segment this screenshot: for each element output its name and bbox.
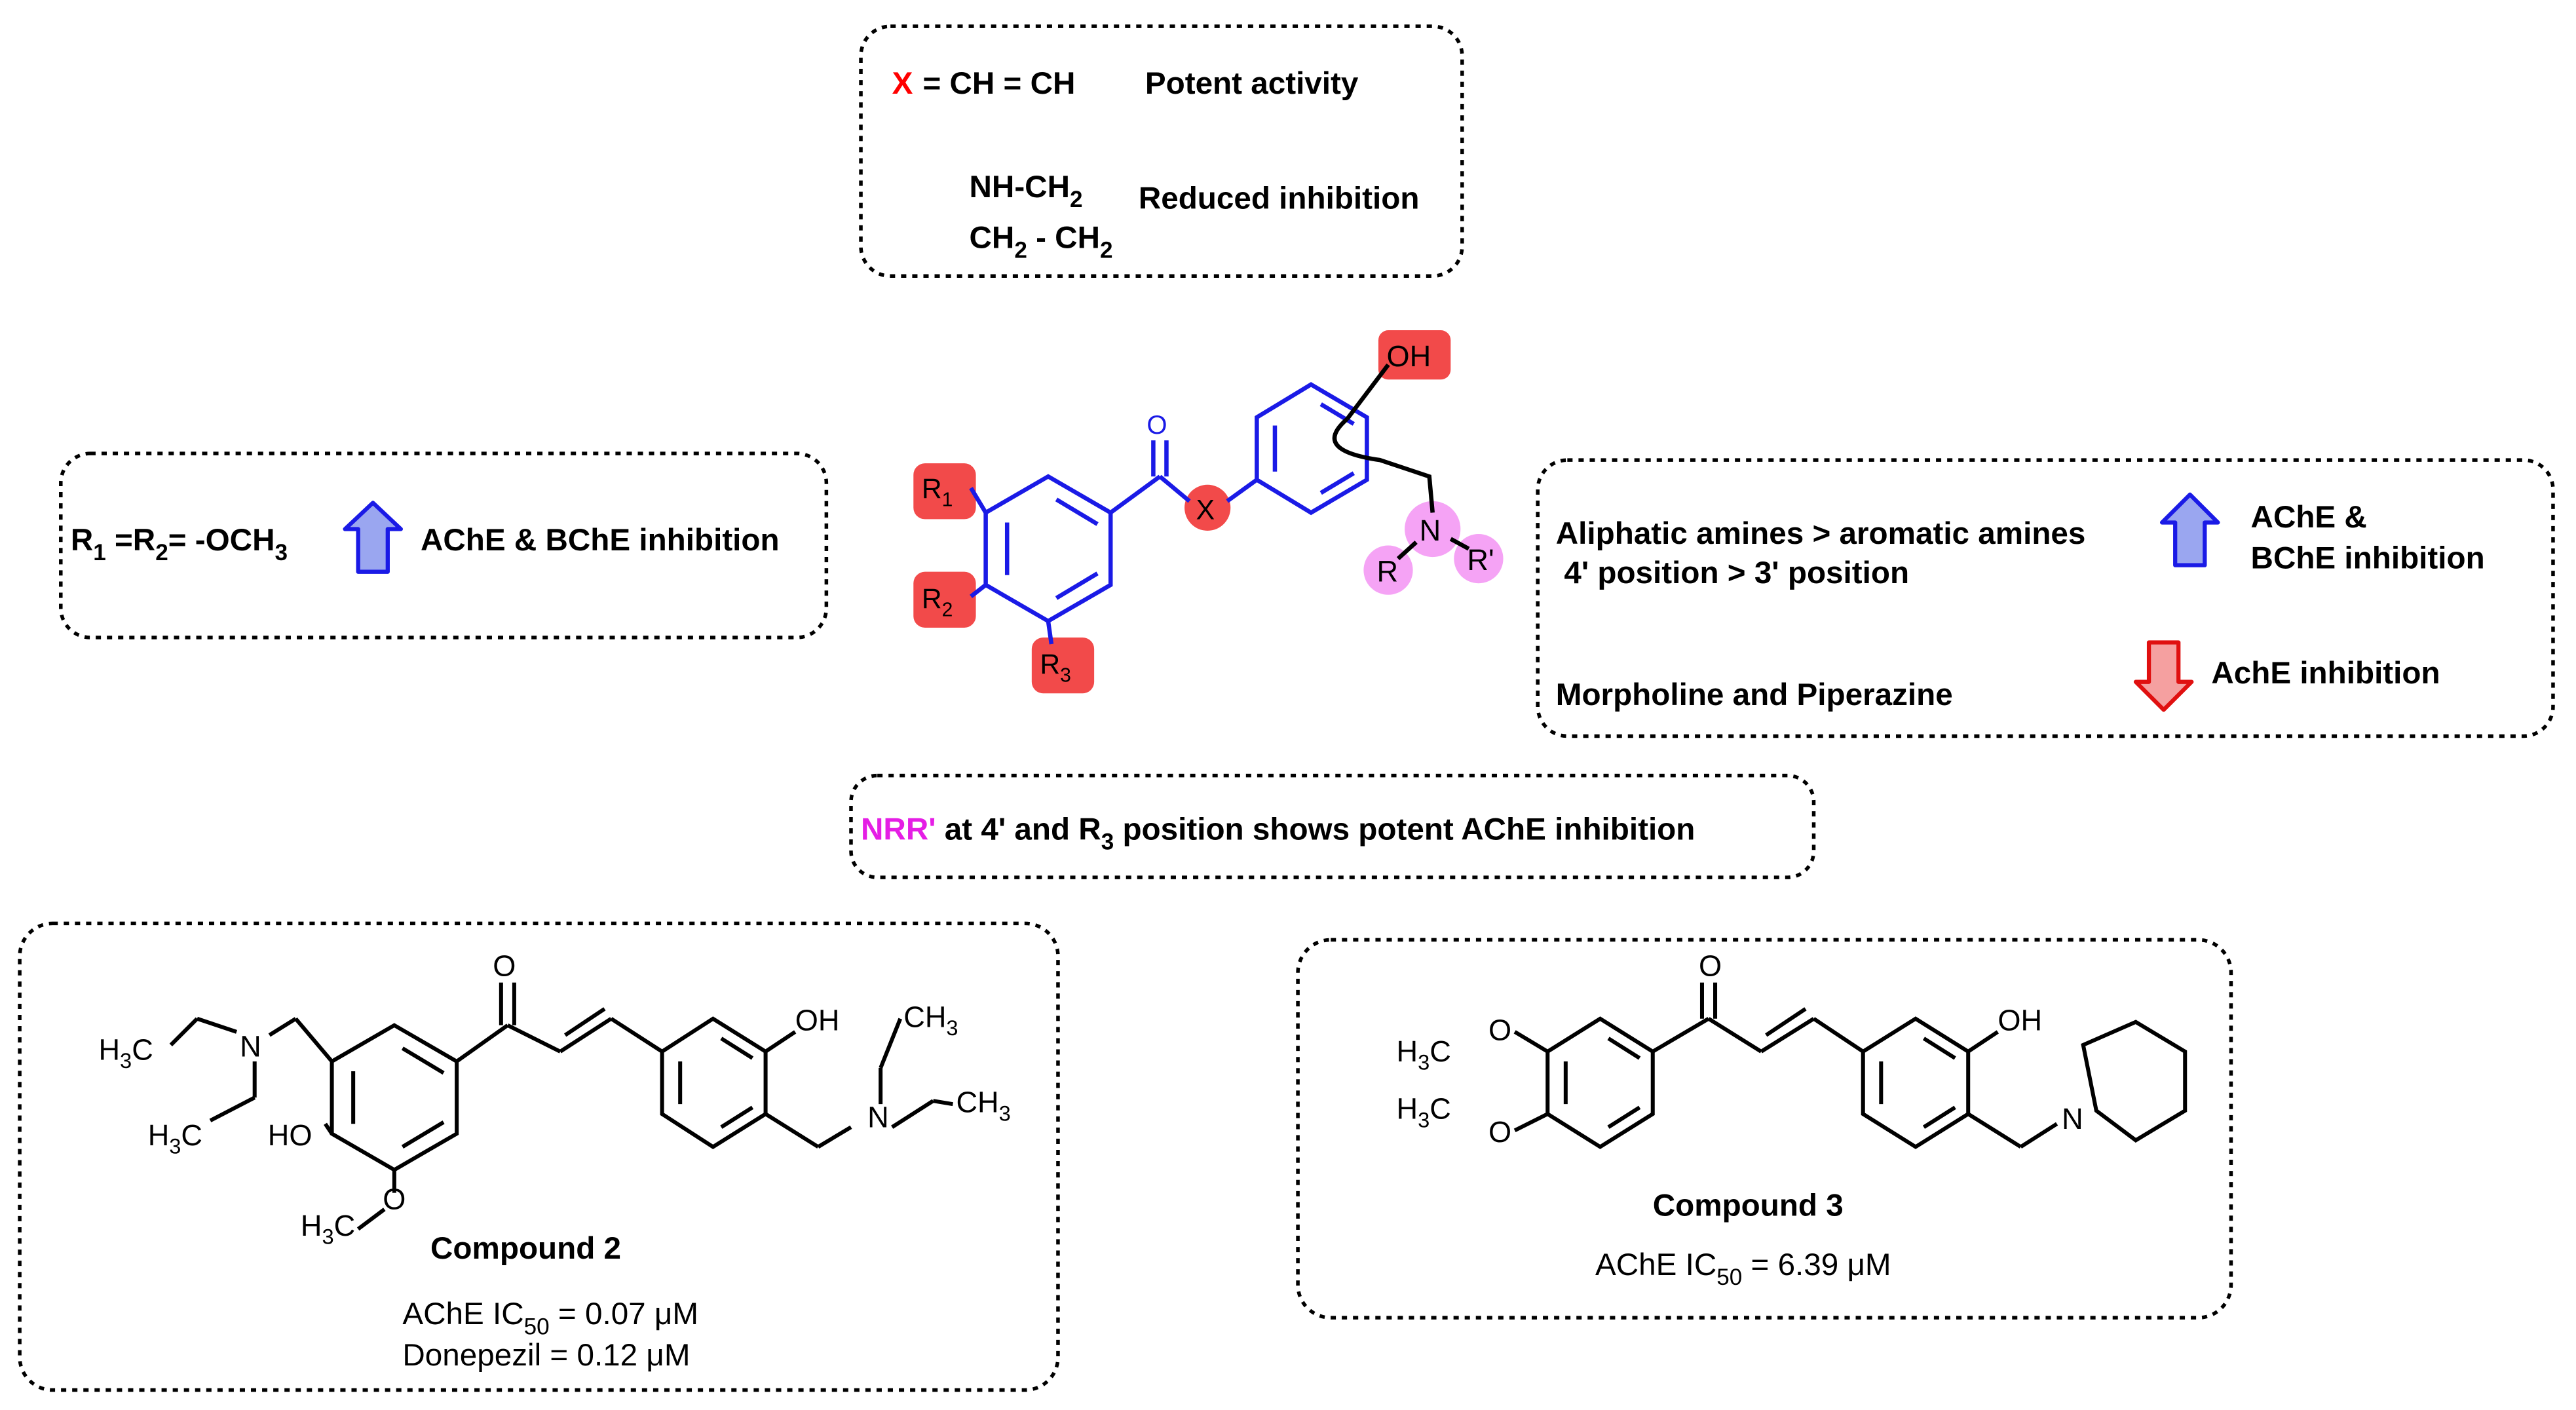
compound2-bonds: [169, 982, 953, 1231]
compound3-bonds: [1513, 982, 2188, 1149]
scaffold-structure: O X OH R1 R2 R3 N R R': [913, 330, 1504, 694]
compound3-oh-label: OH: [1998, 1003, 2042, 1037]
nrr-summary-label: NRR' at 4' and R3 position shows potent …: [861, 812, 1695, 854]
compound3-h3c-top: H3C: [1397, 1035, 1451, 1075]
up-arrow-icon: [343, 501, 404, 574]
left-box: R1 =R2= -OCH3 AChE & BChE inhibition: [59, 451, 829, 639]
left-box-border: [59, 451, 829, 639]
morpholine-piperazine-label: Morpholine and Piperazine: [1556, 677, 1953, 712]
scaffold-carbonyl-o: O: [1146, 410, 1167, 440]
compound2-n-right: N: [867, 1100, 889, 1134]
carbonyl-bonds: [1151, 440, 1259, 503]
compound2-ome-o: O: [383, 1183, 406, 1216]
up-arrow-icon: [2159, 492, 2220, 567]
compound3-o-label: O: [1699, 949, 1722, 983]
ch2-ch2-line: CH2 - CH2: [970, 221, 1113, 263]
x-group-line: X= CH = CH: [892, 66, 1076, 101]
side-chain-bonds: [1332, 363, 1470, 561]
compound2-h3c-bottom: H3C: [148, 1118, 202, 1158]
left-ring: [969, 474, 1162, 645]
ache-inhibition-label: AchE inhibition: [2211, 656, 2440, 691]
compound3-box-border: [1296, 938, 2233, 1320]
compound3-box: O OH N O O H3C H3C Compound 3 AChE IC50 …: [1296, 938, 2233, 1320]
ache-bche-inhibition-label: AChE & BChE inhibition: [421, 523, 780, 558]
r1-r2-ome-label: R1 =R2= -OCH3: [71, 523, 288, 565]
nh-ch2-line: NH-CH2: [970, 170, 1083, 212]
compound2-h3c-top: H3C: [98, 1033, 153, 1073]
oh-highlight: [1378, 330, 1451, 380]
compound2-h3c-ome: H3C: [301, 1209, 355, 1249]
down-arrow-icon: [2133, 640, 2194, 712]
ache-and-label: AChE &: [2251, 500, 2367, 535]
potent-activity-label: Potent activity: [1145, 66, 1359, 101]
r3-highlight: [1031, 637, 1095, 694]
n-highlight: [1405, 501, 1461, 558]
compound3-n-label: N: [2062, 1102, 2083, 1135]
compound2-ch3-right: CH3: [956, 1086, 1010, 1126]
compound3-name: Compound 3: [1653, 1189, 1844, 1223]
compound2-ic50: AChE IC50 = 0.07 μM: [402, 1297, 698, 1339]
top-box-border: [859, 24, 1464, 278]
scaffold-r1-label: R1: [922, 473, 953, 511]
right-box-border: [1536, 458, 2555, 738]
scaffold-n-label: N: [1420, 514, 1441, 547]
reduced-inhibition-label: Reduced inhibition: [1139, 181, 1420, 216]
middle-box-border: [849, 773, 1816, 879]
aliphatic-amines-label: Aliphatic amines > aromatic amines: [1556, 516, 2086, 551]
scaffold-x-label: X: [1196, 494, 1215, 525]
right-box: Aliphatic amines > aromatic amines 4' po…: [1536, 458, 2555, 738]
scaffold-r-label: R: [1376, 555, 1398, 588]
compound2-box: O OH HO N N H3C H3C CH3 CH3 O H3C Compou…: [18, 921, 1060, 1392]
scaffold-r2-label: R2: [922, 583, 953, 621]
top-box: X= CH = CH Potent activity NH-CH2 CH2 - …: [859, 24, 1464, 278]
compound2-oh-label: OH: [795, 1003, 840, 1037]
compound2-name: Compound 2: [430, 1231, 621, 1266]
scaffold-rprime-label: R': [1467, 543, 1494, 577]
compound2-o-label: O: [493, 949, 516, 983]
compound3-h3c-bottom: H3C: [1397, 1092, 1451, 1132]
compound3-o-bottom: O: [1488, 1115, 1511, 1149]
position-label: 4' position > 3' position: [1564, 556, 1909, 590]
compound2-ch3-top: CH3: [903, 1000, 958, 1040]
right-ring: [1255, 382, 1369, 516]
bche-inhibition-label: BChE inhibition: [2251, 541, 2485, 576]
compound2-donepezil: Donepezil = 0.12 μM: [402, 1338, 690, 1373]
compound2-ho-label: HO: [268, 1118, 313, 1152]
compound3-ic50: AChE IC50 = 6.39 μM: [1595, 1248, 1891, 1290]
compound2-n-left: N: [240, 1029, 261, 1063]
r2-highlight: [913, 571, 976, 628]
scaffold-r3-label: R3: [1040, 649, 1071, 687]
compound3-o-top: O: [1488, 1013, 1511, 1046]
middle-box: NRR' at 4' and R3 position shows potent …: [849, 773, 1816, 879]
scaffold-oh-label: OH: [1386, 339, 1431, 373]
r1-highlight: [913, 463, 976, 520]
x-highlight: [1184, 484, 1231, 531]
